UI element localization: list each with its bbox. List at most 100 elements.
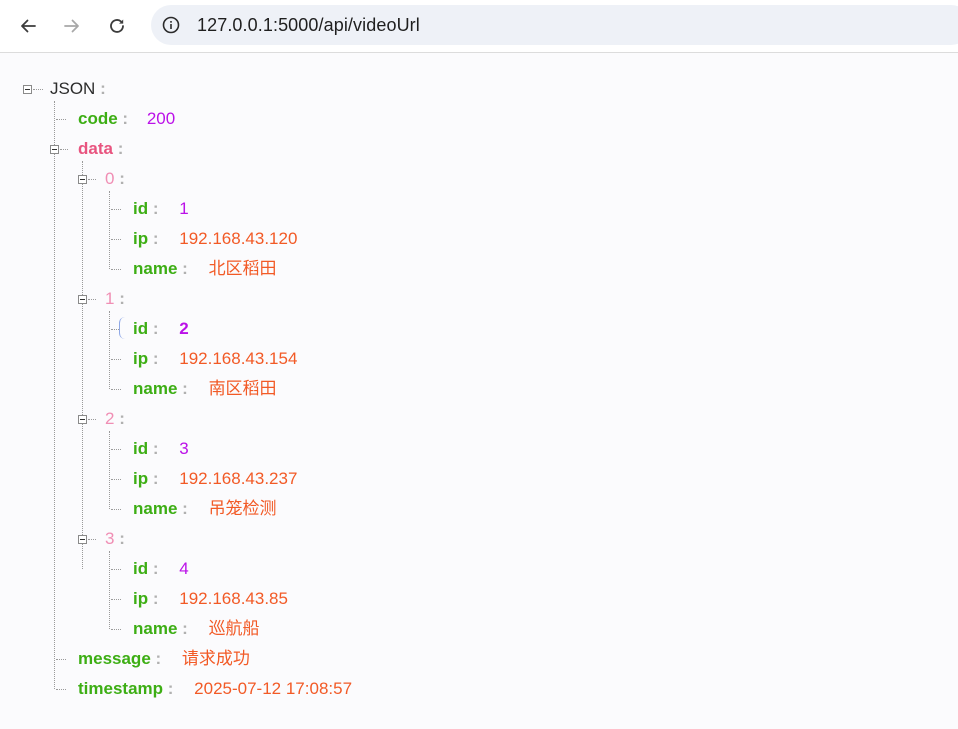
colon: : (119, 529, 125, 548)
id-row: id : 1 (133, 194, 189, 224)
tree-guide (109, 431, 110, 509)
tree-guide (109, 191, 110, 269)
message-row: message : 请求成功 (78, 644, 250, 674)
colon: : (152, 199, 159, 218)
name-row: name : 南区稻田 (133, 374, 277, 404)
colon: : (155, 649, 162, 668)
forward-button[interactable] (57, 11, 87, 41)
ip-value: 192.168.43.237 (179, 469, 298, 488)
name-key: name (133, 499, 178, 518)
tree-guide (111, 329, 119, 330)
id-row: id : 3 (133, 434, 189, 464)
reload-button[interactable] (102, 11, 132, 41)
colon: : (119, 289, 125, 308)
info-icon[interactable] (162, 16, 180, 34)
id-value: 3 (179, 439, 189, 458)
collapse-toggle[interactable] (50, 145, 59, 154)
array-index: 2 (105, 409, 115, 428)
array-item-row: 2 : (105, 404, 125, 434)
collapse-toggle[interactable] (23, 85, 32, 94)
name-key: name (133, 379, 178, 398)
tree-guide (111, 569, 121, 570)
tree-guide (56, 659, 66, 660)
name-value: 北区稻田 (208, 259, 277, 278)
tree-guide (111, 389, 121, 390)
ip-row: ip : 192.168.43.154 (133, 344, 297, 374)
tree-guide (111, 509, 121, 510)
forward-arrow-icon (64, 19, 79, 33)
colon: : (152, 589, 159, 608)
tree-guide (60, 149, 68, 150)
name-value: 吊笼检测 (208, 499, 277, 518)
tree-guide (111, 629, 121, 630)
collapse-toggle[interactable] (78, 535, 87, 544)
colon: : (182, 259, 188, 278)
url-text[interactable]: 127.0.0.1:5000/api/videoUrl (197, 15, 420, 35)
browser-toolbar: 127.0.0.1:5000/api/videoUrl (0, 0, 958, 53)
id-key: id (133, 559, 149, 578)
data-row: data : (78, 134, 123, 164)
id-value: 2 (179, 319, 189, 338)
name-value: 南区稻田 (208, 379, 277, 398)
id-value: 4 (179, 559, 189, 578)
tree-guide (111, 599, 121, 600)
colon: : (182, 379, 188, 398)
message-key: message (78, 649, 151, 668)
id-key: id (133, 319, 149, 338)
json-viewer: JSON : code : 200 data : 0 : id : 1 ip :… (0, 53, 958, 729)
array-index: 1 (105, 289, 115, 308)
array-item-row: 3 : (105, 524, 125, 554)
tree-guide (88, 539, 96, 540)
ip-value: 192.168.43.154 (179, 349, 298, 368)
tree-guide (111, 239, 121, 240)
back-button[interactable] (13, 11, 43, 41)
tree-guide (88, 299, 96, 300)
ip-key: ip (133, 349, 149, 368)
name-key: name (133, 619, 178, 638)
collapse-toggle[interactable] (78, 415, 87, 424)
array-index: 0 (105, 169, 115, 188)
tree-guide (111, 269, 121, 270)
collapse-toggle[interactable] (78, 295, 87, 304)
colon: : (119, 169, 125, 188)
code-row: code : 200 (78, 104, 175, 134)
name-row: name : 巡航船 (133, 614, 260, 644)
name-key: name (133, 259, 178, 278)
colon: : (182, 619, 188, 638)
colon: : (182, 499, 188, 518)
tree-guide (111, 209, 121, 210)
id-value: 1 (179, 199, 189, 218)
tree-guide (56, 119, 66, 120)
colon: : (152, 469, 159, 488)
timestamp-value: 2025-07-12 17:08:57 (194, 679, 353, 698)
ip-key: ip (133, 589, 149, 608)
hover-bracket (119, 317, 126, 339)
colon: : (122, 109, 129, 128)
tree-guide (88, 179, 96, 180)
name-row: name : 北区稻田 (133, 254, 277, 284)
array-index: 3 (105, 529, 115, 548)
colon: : (152, 439, 159, 458)
ip-row: ip : 192.168.43.85 (133, 584, 288, 614)
address-bar[interactable]: 127.0.0.1:5000/api/videoUrl (151, 5, 958, 45)
array-item-row: 0 : (105, 164, 125, 194)
colon: : (152, 319, 159, 338)
tree-guide (109, 551, 110, 629)
collapse-toggle[interactable] (78, 175, 87, 184)
tree-guide (111, 359, 121, 360)
ip-key: ip (133, 469, 149, 488)
reload-icon (110, 19, 124, 33)
ip-value: 192.168.43.85 (179, 589, 288, 608)
name-row: name : 吊笼检测 (133, 494, 277, 524)
timestamp-key: timestamp (78, 679, 164, 698)
colon: : (117, 139, 124, 158)
colon: : (152, 229, 159, 248)
id-row: id : 4 (133, 554, 189, 584)
id-key: id (133, 199, 149, 218)
ip-row: ip : 192.168.43.120 (133, 224, 297, 254)
data-key: data (78, 139, 113, 158)
tree-guide (109, 311, 110, 389)
json-root-row: JSON : (50, 74, 106, 104)
message-value: 请求成功 (181, 649, 250, 668)
colon: : (119, 409, 125, 428)
